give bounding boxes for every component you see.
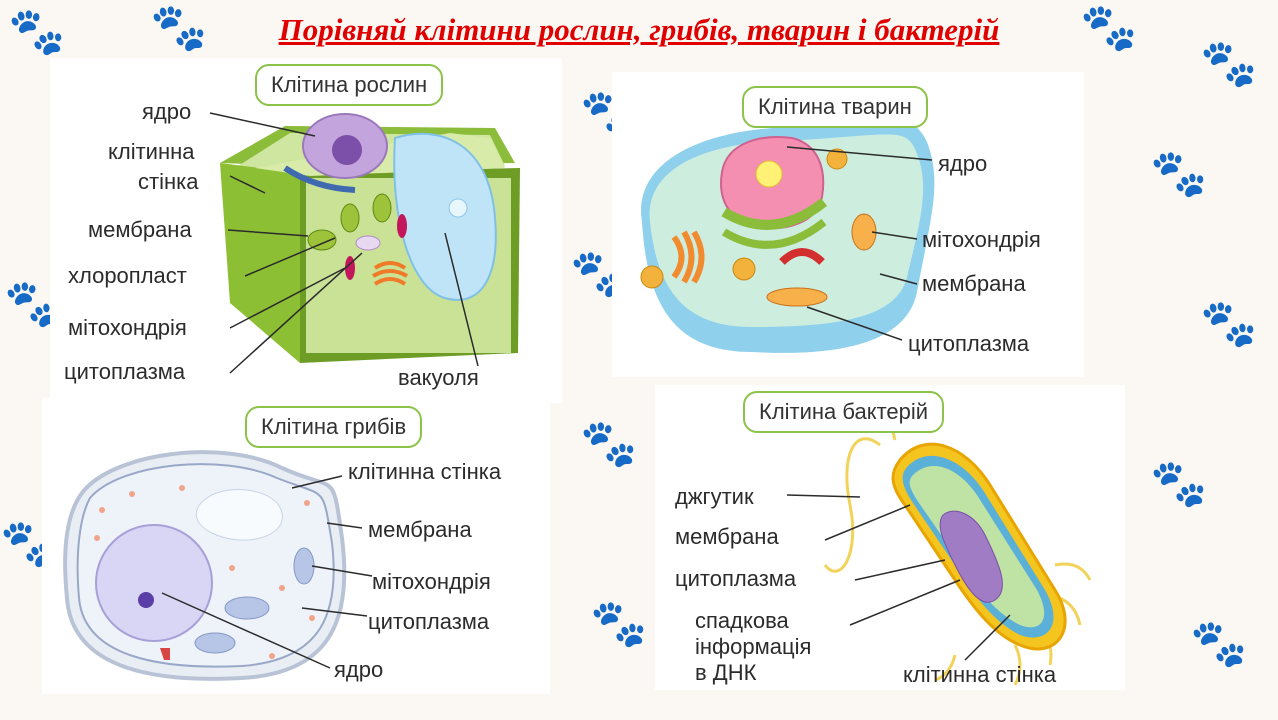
bacteria-label-dna-1: спадкова bbox=[695, 608, 789, 633]
paw-print-icon: 🐾 bbox=[150, 1, 208, 53]
animal-centriole bbox=[779, 248, 825, 265]
bacteria-cell-panel: Клітина бактерій джгутик мембрана цитопл… bbox=[655, 385, 1125, 690]
fungi-granules bbox=[94, 485, 315, 659]
bacteria-label-flagellum: джгутик bbox=[675, 484, 754, 509]
fungi-nucleus bbox=[95, 524, 213, 642]
plant-label-nucleus: ядро bbox=[142, 99, 192, 124]
plant-cell-wall-side bbox=[220, 163, 300, 363]
paw-print-icon: 🐾 bbox=[590, 597, 648, 649]
animal-er bbox=[721, 198, 828, 230]
animal-mitochondrion bbox=[766, 287, 828, 307]
plant-label-vacuole: вакуоля bbox=[398, 365, 479, 390]
fungi-cell-diagram bbox=[63, 450, 373, 681]
plant-label-wall-1: клітинна bbox=[108, 139, 195, 164]
fungi-label-cytoplasm: цитоплазма bbox=[368, 609, 490, 634]
bacteria-label-dna-2: інформація bbox=[695, 634, 812, 659]
paw-print-icon: 🐾 bbox=[1190, 617, 1248, 669]
fungi-cell-caption: Клітина грибів bbox=[245, 406, 423, 448]
paw-print-icon: 🐾 bbox=[8, 5, 66, 57]
paw-print-icon: 🐾 bbox=[1150, 457, 1208, 509]
bacteria-cell-caption: Клітина бактерій bbox=[743, 391, 945, 433]
fungi-mitochondrion bbox=[293, 547, 315, 585]
plant-label-wall-2: стінка bbox=[138, 169, 199, 194]
plant-vacuole bbox=[393, 132, 497, 301]
bacteria-label-cytoplasm: цитоплазма bbox=[675, 566, 797, 591]
plant-cell-caption: Клітина рослин bbox=[255, 64, 444, 106]
paw-print-icon: 🐾 bbox=[580, 417, 638, 469]
animal-cell-caption: Клітина тварин bbox=[742, 86, 928, 128]
fungi-label-nucleus: ядро bbox=[334, 657, 384, 682]
animal-lysosome bbox=[732, 257, 756, 281]
page-title: Порівняй клітини рослин, грибів, тварин … bbox=[278, 12, 1000, 47]
animal-lysosome bbox=[640, 265, 664, 289]
animal-label-nucleus: ядро bbox=[938, 151, 988, 176]
animal-nucleolus bbox=[755, 160, 783, 188]
plant-label-chloroplast: хлоропласт bbox=[68, 263, 187, 288]
fungi-cell-panel: Клітина грибів клітинна стінка мембрана … bbox=[42, 398, 550, 694]
animal-label-cytoplasm: цитоплазма bbox=[908, 331, 1030, 356]
plant-label-cytoplasm: цитоплазма bbox=[64, 359, 186, 384]
bacteria-label-dna-3: в ДНК bbox=[695, 660, 757, 685]
animal-cell-diagram bbox=[640, 121, 935, 353]
fungi-mitochondrion bbox=[224, 596, 270, 620]
bacteria-label-wall: клітинна стінка bbox=[903, 662, 1057, 687]
bacteria-dna bbox=[939, 510, 1003, 603]
fungi-label-membrane: мембрана bbox=[368, 517, 472, 542]
plant-golgi bbox=[371, 261, 409, 286]
paw-print-icon: 🐾 bbox=[1150, 147, 1208, 199]
plant-cell-diagram bbox=[209, 112, 520, 374]
plant-label-membrane: мембрана bbox=[88, 217, 192, 242]
paw-print-icon: 🐾 bbox=[1200, 297, 1258, 349]
plant-vesicle bbox=[355, 235, 381, 251]
plant-label-mitochondria: мітохондрія bbox=[68, 315, 187, 340]
plant-vacuole-bubble bbox=[448, 198, 468, 218]
bacteria-label-membrane: мембрана bbox=[675, 524, 779, 549]
plant-er bbox=[283, 165, 356, 193]
fungi-label-mitochondria: мітохондрія bbox=[372, 569, 491, 594]
plant-cell-panel: Клітина рослин ядро клітинна стінка мемб… bbox=[50, 58, 562, 403]
animal-label-membrane: мембрана bbox=[922, 271, 1026, 296]
fungi-nucleolus bbox=[138, 592, 154, 608]
animal-golgi bbox=[671, 230, 705, 284]
animal-lysosome bbox=[826, 148, 848, 170]
paw-print-icon: 🐾 bbox=[1080, 1, 1138, 53]
plant-chloroplast bbox=[372, 193, 392, 223]
plant-chloroplast bbox=[340, 203, 360, 233]
paw-print-icon: 🐾 bbox=[1200, 37, 1258, 89]
bacteria-cell-diagram bbox=[786, 405, 1092, 686]
plant-nucleolus bbox=[332, 135, 362, 165]
plant-chloroplast bbox=[307, 229, 337, 251]
fungi-label-wall: клітинна стінка bbox=[348, 459, 502, 484]
fungi-mitochondrion bbox=[194, 632, 236, 654]
fungi-granule bbox=[160, 648, 170, 660]
plant-mitochondrion bbox=[397, 214, 407, 238]
fungi-vacuole bbox=[195, 489, 283, 541]
animal-label-mitochondria: мітохондрія bbox=[922, 227, 1041, 252]
animal-cell-panel: Клітина тварин ядро мітохондрія мембрана… bbox=[612, 72, 1084, 377]
